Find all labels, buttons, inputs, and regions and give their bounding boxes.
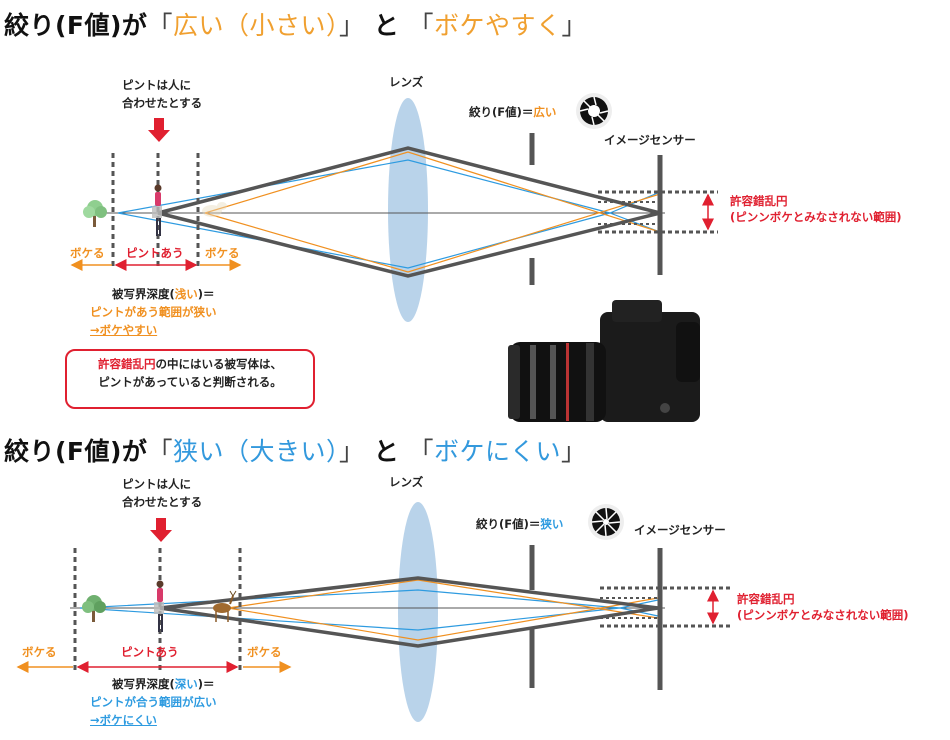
bottom-title-close1: 」 <box>338 437 365 466</box>
bottom-title: 絞り(F値)が「狭い（大きい）」 と 「ボケにくい」 <box>4 432 586 468</box>
top-dof-line1: 被写界深度(浅い)＝ <box>90 286 217 304</box>
top-title-open1: 「 <box>147 11 173 40</box>
top-aperture-label: 絞り(F値)＝広い <box>469 104 556 122</box>
bottom-ray-gray-lower <box>159 606 659 648</box>
top-focus-note-line2: 合わせたとする <box>122 95 203 110</box>
bottom-lens-label: レンズ <box>389 475 424 489</box>
top-title-highlight1: 広い（小さい） <box>172 11 339 40</box>
top-dof-prefix: 被写界深度( <box>112 287 175 301</box>
bottom-dof-explanation: 被写界深度(深い)＝ ピントが合う範囲が広い →ボケにくい <box>90 676 217 729</box>
bottom-ray-blue-lower <box>79 607 621 631</box>
bottom-coc-label-main: 許容錯乱円 <box>737 592 795 606</box>
top-person-icon <box>152 184 162 236</box>
bottom-focus-note: ピントは人に 合わせたとする <box>122 476 202 512</box>
bottom-focus-pointer-icon <box>150 518 172 542</box>
top-aperture-value: 広い <box>533 105 557 119</box>
top-ray-orange-upper <box>204 151 661 233</box>
bottom-person-icon <box>154 580 164 632</box>
top-focus-range-label: ピントあう <box>126 246 184 260</box>
bottom-title-open1: 「 <box>147 437 173 466</box>
bottom-title-close2: 」 <box>560 437 587 466</box>
bottom-aperture-value: 狭い <box>540 517 564 531</box>
bottom-dof-line1: 被写界深度(深い)＝ <box>90 676 217 694</box>
top-aperture-prefix: 絞り(F値)＝ <box>469 105 534 119</box>
bottom-focus-note-line1: ピントは人に <box>122 477 191 491</box>
bottom-aperture-label: 絞り(F値)＝狭い <box>476 516 563 534</box>
top-coc-label-main: 許容錯乱円 <box>730 194 788 208</box>
bottom-dof-prefix: 被写界深度( <box>112 677 175 691</box>
bottom-title-open2: 「 <box>408 437 434 466</box>
bottom-bokeh-left-label: ボケる <box>22 645 57 659</box>
top-ray-gray-lower <box>157 211 661 278</box>
top-lens-label: レンズ <box>389 75 424 89</box>
top-sensor-label: イメージセンサー <box>604 133 696 147</box>
top-dof-line3: →ボケやすい <box>90 322 158 337</box>
top-focus-note: ピントは人に 合わせたとする <box>122 77 202 113</box>
top-coc-label: 許容錯乱円 (ピンンボケとみなされない範囲) <box>730 193 902 225</box>
top-focus-note-line1: ピントは人に <box>122 78 191 92</box>
bottom-coc-label-sub: (ピンンボケとみなされない範囲) <box>737 608 909 623</box>
top-coc-label-sub: (ピンンボケとみなされない範囲) <box>730 210 902 225</box>
top-aperture-icon <box>576 93 612 129</box>
top-title-close1: 」 <box>338 11 365 40</box>
coc-note-line1: 許容錯乱円の中にはいる被写体は、 <box>75 355 305 373</box>
bottom-ray-blue-upper <box>79 589 621 609</box>
bottom-dof-suffix: )＝ <box>197 677 215 691</box>
coc-note-rest: の中にはいる被写体は、 <box>155 357 283 371</box>
top-optics <box>70 93 718 322</box>
top-bokeh-right-label: ボケる <box>205 246 240 260</box>
top-ray-orange-lower <box>204 193 661 273</box>
bottom-ray-orange-upper <box>227 579 659 619</box>
bottom-ray-orange-lower <box>227 597 659 641</box>
bottom-lens <box>398 502 438 722</box>
top-dof-value: 浅い <box>174 287 198 301</box>
bottom-dof-value: 深い <box>174 677 198 691</box>
camera-icon <box>508 300 700 422</box>
top-dof-suffix: )＝ <box>197 287 215 301</box>
bottom-tree-icon <box>82 595 106 622</box>
bottom-title-highlight1: 狭い（大きい） <box>172 437 339 466</box>
bottom-sensor-label: イメージセンサー <box>634 523 726 537</box>
coc-note-line2: ピントがあっていると判断される。 <box>98 375 282 390</box>
top-tree-icon <box>83 200 107 227</box>
top-title-open2: 「 <box>408 11 434 40</box>
top-blurred-subject-icon <box>202 202 227 217</box>
top-dof-explanation: 被写界深度(浅い)＝ ピントがあう範囲が狭い →ボケやすい <box>90 286 217 339</box>
top-dof-line2: ピントがあう範囲が狭い <box>90 304 217 319</box>
top-title-connector: と <box>373 11 400 40</box>
bottom-title-connector: と <box>373 437 400 466</box>
coc-note-red: 許容錯乱円 <box>98 357 156 371</box>
bottom-coc-label: 許容錯乱円 (ピンンボケとみなされない範囲) <box>737 591 909 623</box>
top-title: 絞り(F値)が「広い（小さい）」 と 「ボケやすく」 <box>4 6 587 42</box>
bottom-dof-line3: →ボケにくい <box>90 712 157 727</box>
top-lens <box>388 98 428 322</box>
bottom-ray-gray-upper <box>159 576 659 610</box>
top-title-close2: 」 <box>561 11 587 40</box>
top-title-prefix: 絞り(F値)が <box>4 11 148 40</box>
bottom-title-highlight2: ボケにくい <box>433 437 561 466</box>
coc-note-box: 許容錯乱円の中にはいる被写体は、 ピントがあっていると判断される。 <box>65 349 315 409</box>
bottom-deer-icon <box>213 590 237 622</box>
bottom-bokeh-right-label: ボケる <box>247 645 282 659</box>
bottom-aperture-prefix: 絞り(F値)＝ <box>476 517 541 531</box>
top-title-highlight2: ボケやすく <box>433 11 562 40</box>
bottom-aperture-icon <box>588 504 624 540</box>
bottom-optics <box>16 502 730 722</box>
top-focus-pointer-icon <box>148 118 170 142</box>
bottom-focus-note-line2: 合わせたとする <box>122 494 203 509</box>
bottom-title-prefix: 絞り(F値)が <box>4 437 148 466</box>
bottom-dof-line2: ピントが合う範囲が広い <box>90 694 217 709</box>
top-ray-blue-lower <box>117 212 611 269</box>
top-ray-gray-upper <box>157 146 661 215</box>
bottom-focus-range-label: ピントあう <box>121 645 179 659</box>
top-bokeh-left-label: ボケる <box>70 246 105 260</box>
